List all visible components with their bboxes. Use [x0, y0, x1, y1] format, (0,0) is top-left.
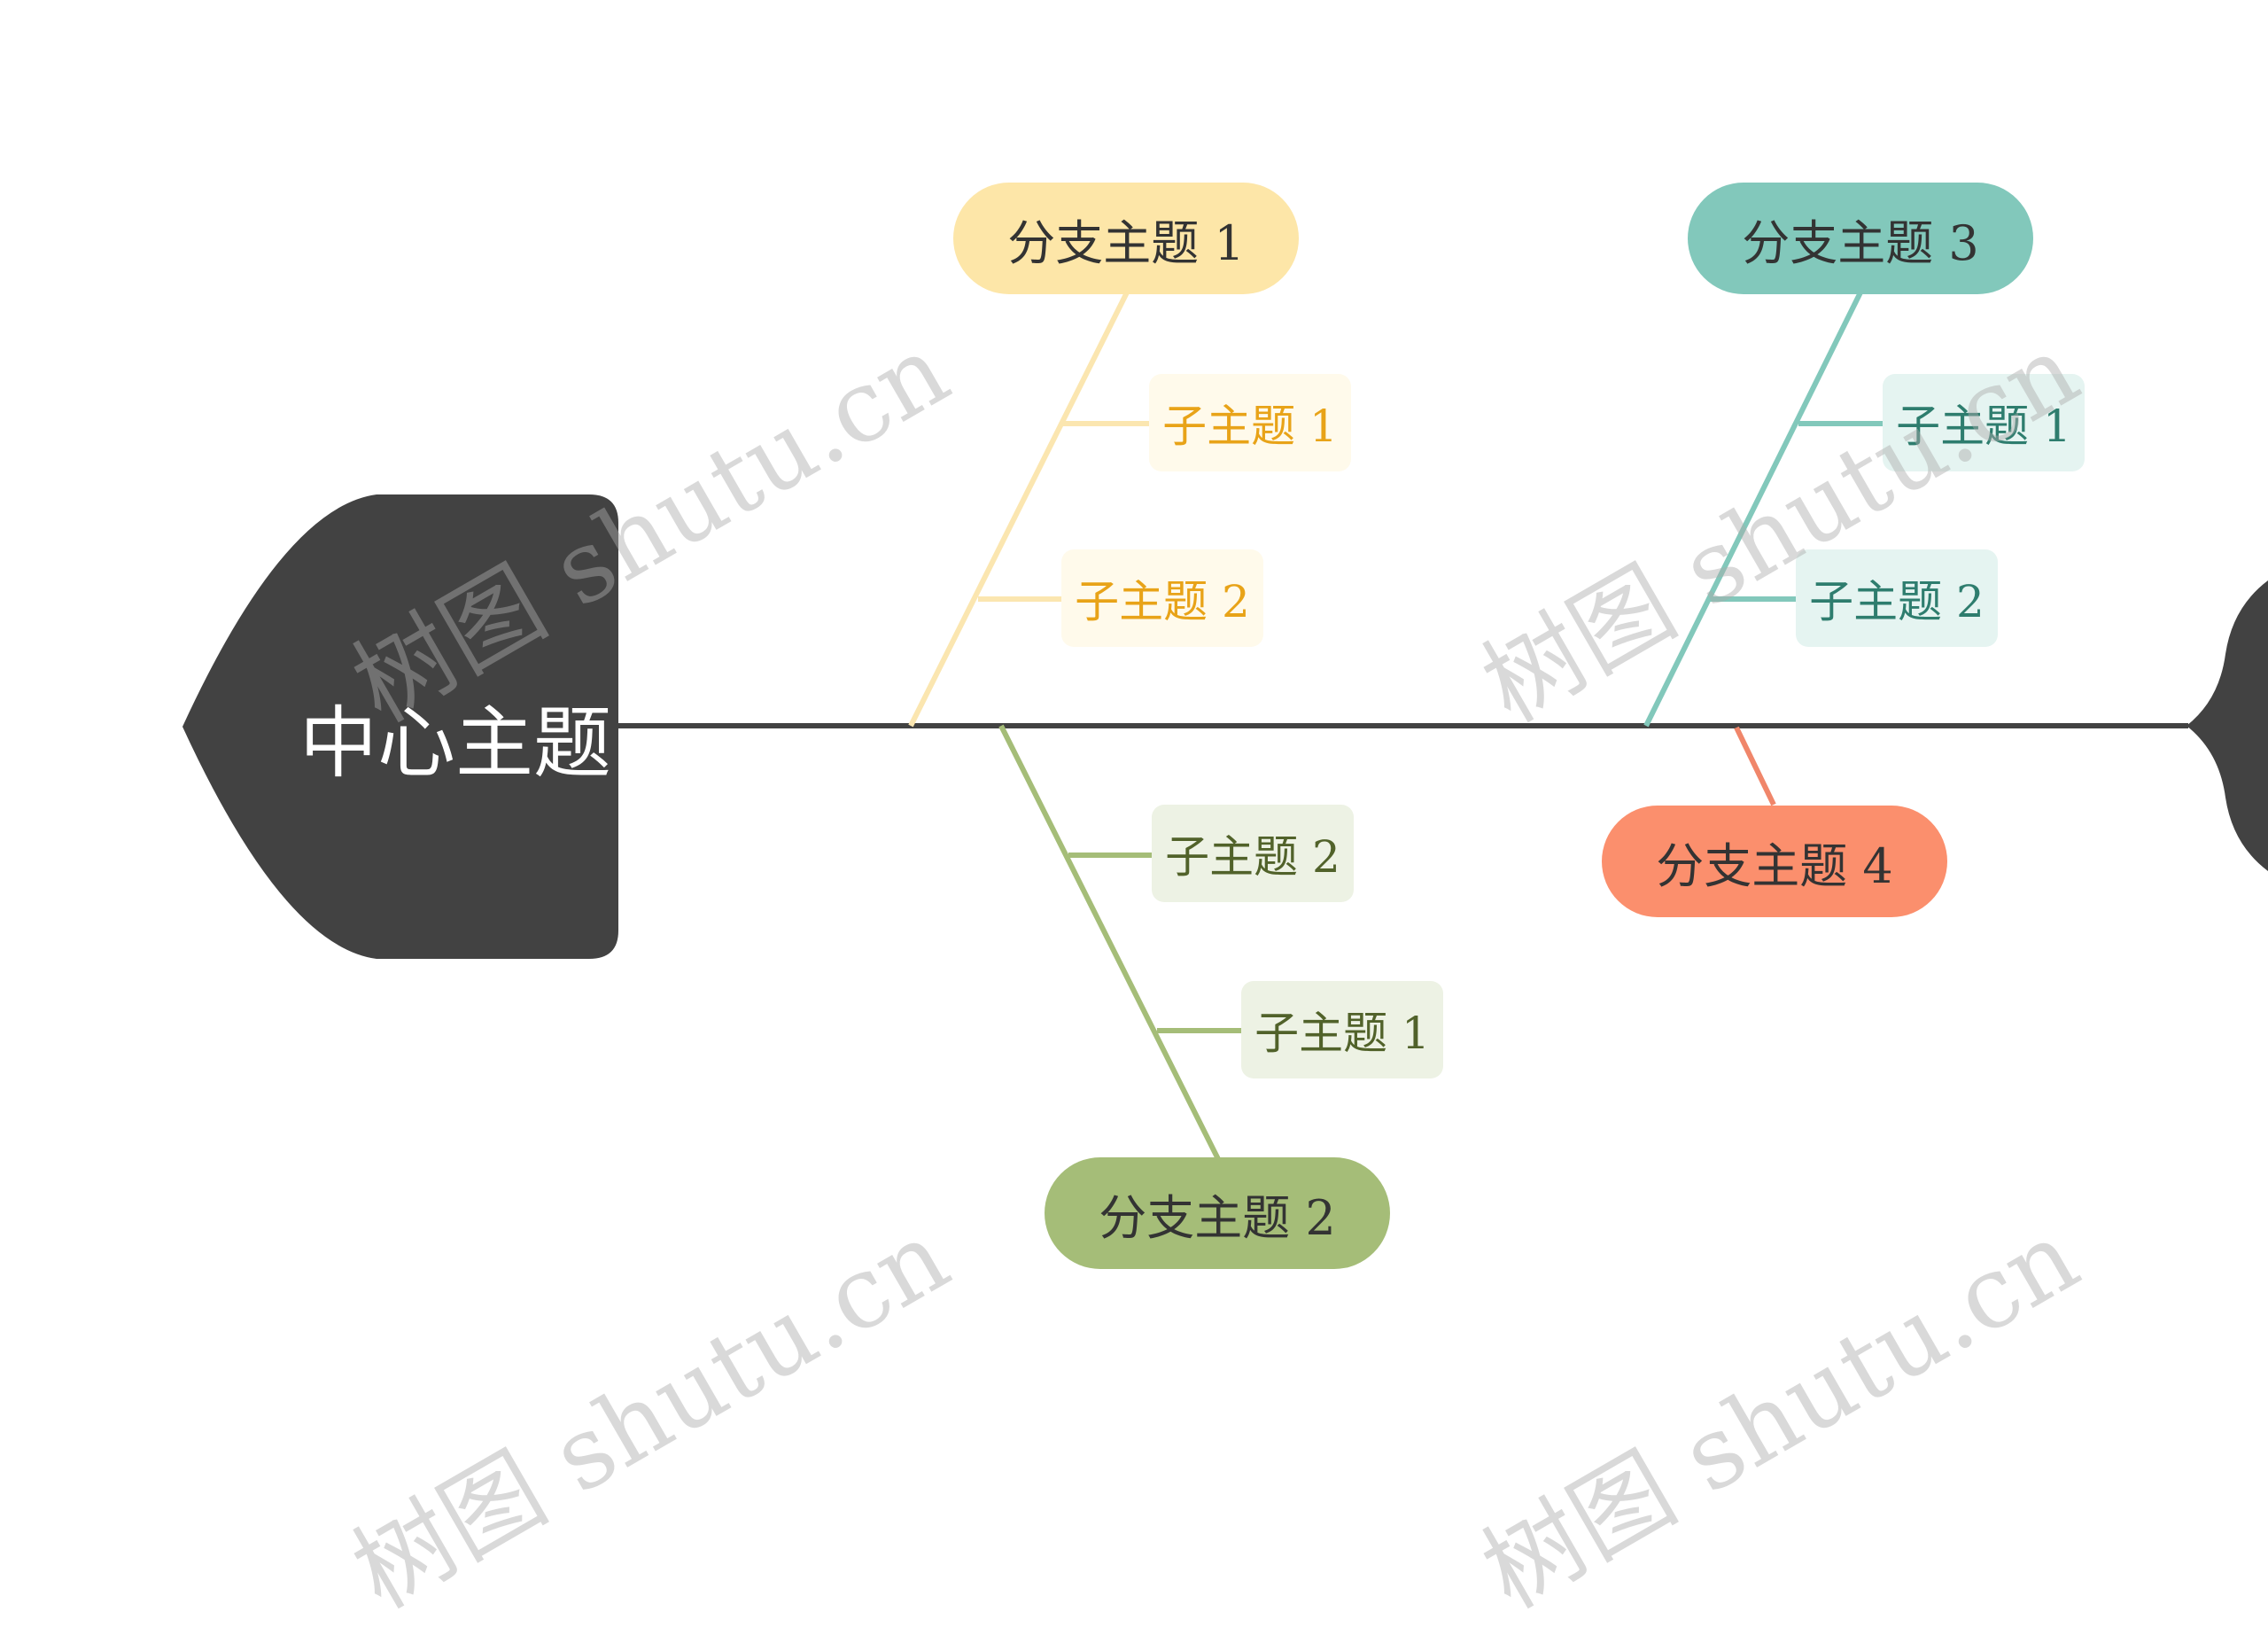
fish-tail-shape [2186, 580, 2268, 871]
branch-topic-4[interactable]: 分支主题 4 [1602, 806, 1947, 917]
branch-2-subtopic-1[interactable]: 子主题 2 [1152, 805, 1354, 902]
branch-1-bone [908, 291, 1130, 728]
branch-1-subtopic-1[interactable]: 子主题 1 [1149, 374, 1351, 471]
fishbone-diagram: 中心主题 分支主题 1 分支主题 3 分支主题 2 分支主题 4 子主题 1 子… [183, 183, 2268, 1631]
branch-3-subtopic-1[interactable]: 子主题 1 [1883, 374, 2085, 471]
branch-3-subtopic-2[interactable]: 子主题 2 [1796, 549, 1998, 647]
center-topic-label[interactable]: 中心主题 [299, 697, 612, 789]
connector-lines [183, 291, 2268, 1163]
branch-1-subtopic-2[interactable]: 子主题 2 [1061, 549, 1263, 647]
branch-2-subtopic-2[interactable]: 子主题 1 [1241, 981, 1443, 1078]
branch-2-bone [998, 724, 1222, 1163]
center-topic-shape[interactable] [183, 494, 618, 959]
branch-topic-2[interactable]: 分支主题 2 [1045, 1157, 1390, 1269]
branch-4-bone [1734, 726, 1776, 806]
branch-topic-1[interactable]: 分支主题 1 [953, 183, 1299, 294]
branch-3-bone [1643, 291, 1863, 728]
branch-topic-3[interactable]: 分支主题 3 [1688, 183, 2033, 294]
